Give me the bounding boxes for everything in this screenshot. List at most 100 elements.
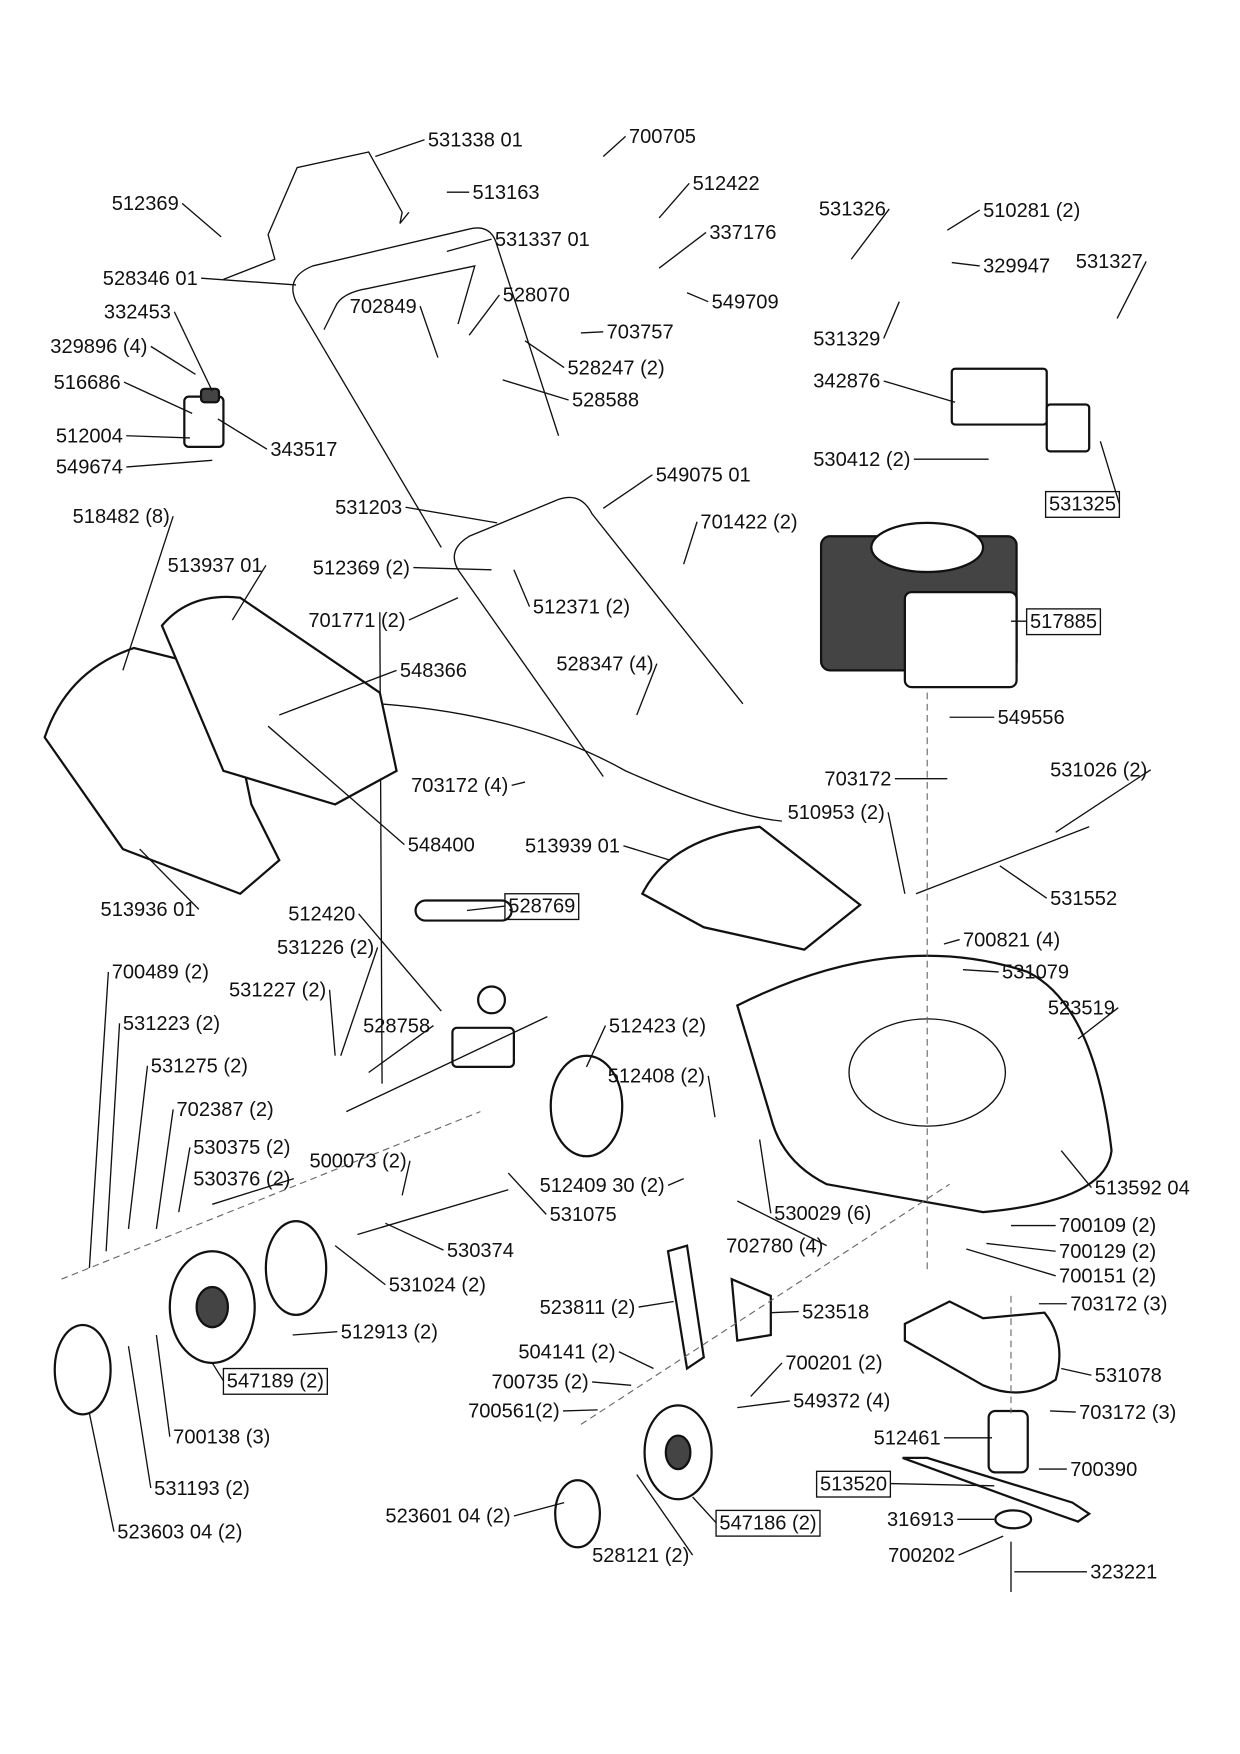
part-number-label: 531026 (2): [1050, 759, 1147, 781]
leader-line: [408, 597, 459, 621]
part-number-label: 549372 (4): [793, 1391, 890, 1413]
leader-line: [328, 989, 336, 1056]
leader-line: [737, 1400, 790, 1409]
leader-line: [951, 261, 980, 267]
wheel-cover-disc: [549, 1054, 624, 1158]
wheel-disc: [264, 1219, 328, 1317]
leader-line: [279, 669, 397, 716]
drive-cable: [379, 612, 383, 1084]
part-number-label: 512371 (2): [533, 596, 630, 618]
part-number-label: 528121 (2): [592, 1545, 689, 1567]
part-number-label: 547189 (2): [227, 1371, 324, 1393]
leader-line: [683, 521, 698, 565]
part-number-label: 700705: [629, 126, 696, 148]
part-number-label: 700201 (2): [785, 1353, 882, 1375]
part-number-label: 548366: [400, 660, 467, 682]
blade-adapter: [987, 1409, 1029, 1474]
leader-line: [88, 971, 110, 1269]
hubcap-front: [554, 1479, 602, 1549]
part-number-label: 531078: [1095, 1365, 1162, 1387]
leader-line: [580, 331, 604, 334]
part-number-label: 518482 (8): [73, 506, 170, 528]
part-number-label: 700390: [1070, 1459, 1137, 1481]
part-number-label: 531079: [1002, 962, 1069, 984]
part-number-label: 531203: [335, 497, 402, 519]
leader-line: [1060, 1150, 1092, 1188]
part-number-label: 530374: [447, 1240, 514, 1262]
part-number-label: 530412 (2): [813, 449, 910, 471]
part-number-label: 528070: [503, 285, 570, 307]
part-number-label: 531193 (2): [154, 1478, 250, 1500]
leader-line: [401, 1160, 411, 1196]
part-number-label: 702849: [350, 296, 417, 318]
part-number-label: 513163: [473, 182, 540, 204]
part-number-label: 510281 (2): [983, 200, 1080, 222]
part-number-label: 703172: [824, 768, 891, 790]
leader-line: [563, 1409, 598, 1412]
leader-line: [150, 345, 196, 375]
leader-line: [946, 209, 981, 231]
leader-line: [1116, 261, 1147, 319]
leader-line: [88, 1413, 115, 1532]
assembly-axis: [580, 1183, 950, 1425]
drive-belt: [414, 899, 513, 922]
part-number-label: 323221: [1090, 1562, 1157, 1584]
part-number-label: 703172 (3): [1079, 1402, 1176, 1424]
leader-line: [178, 1147, 191, 1213]
leader-line: [375, 139, 425, 158]
assembly-box: [1044, 490, 1121, 518]
leader-line: [181, 202, 222, 238]
part-number-label: 523518: [802, 1301, 869, 1323]
part-number-label: 512423 (2): [609, 1015, 706, 1037]
part-number-label: 513936 01: [101, 899, 196, 921]
part-number-label: 531329: [813, 328, 880, 350]
part-number-label: 530029 (6): [774, 1203, 871, 1225]
leader-line: [602, 135, 627, 157]
mower-deck: [735, 954, 1113, 1214]
part-number-label: 512408 (2): [608, 1066, 705, 1088]
leader-line: [636, 1474, 694, 1556]
leader-line: [419, 305, 439, 358]
part-number-label: 531226 (2): [277, 937, 374, 959]
leader-line: [883, 301, 900, 339]
assembly-box: [222, 1367, 328, 1395]
leader-line: [623, 845, 671, 861]
leader-line: [707, 1075, 716, 1118]
part-number-label: 701771 (2): [308, 610, 405, 632]
leader-line: [502, 379, 569, 401]
leader-line: [850, 208, 890, 260]
assembly-axis: [61, 1111, 481, 1280]
part-number-label: 528347 (4): [556, 653, 653, 675]
leader-line: [999, 865, 1048, 899]
rear-deflector: [640, 825, 862, 951]
leader-lines: [88, 135, 1152, 1573]
part-number-label: 548400: [408, 834, 475, 856]
leader-line: [173, 311, 213, 392]
leader-line: [1099, 441, 1121, 505]
part-number-label: 549075 01: [656, 465, 751, 487]
part-number-label: 700109 (2): [1059, 1215, 1156, 1237]
part-number-label: 528588: [572, 390, 639, 412]
leader-line: [966, 1248, 1056, 1277]
leader-line: [511, 781, 526, 787]
part-number-label: 702387 (2): [177, 1099, 274, 1121]
part-number-label: 523811 (2): [540, 1297, 636, 1319]
part-number-label: 523603 04 (2): [117, 1521, 242, 1543]
part-number-label: 517885: [1030, 611, 1097, 633]
engine-shroud: [903, 591, 1018, 689]
blade-washer: [994, 1509, 1033, 1530]
part-number-label: 531337 01: [495, 229, 590, 251]
leader-line: [513, 569, 531, 607]
leader-line: [692, 1496, 717, 1524]
part-number-label: 547186 (2): [719, 1512, 816, 1534]
leader-line: [507, 1172, 547, 1215]
part-number-label: 528769: [508, 896, 575, 918]
part-number-label: 703172 (4): [411, 775, 508, 797]
part-number-label: 700489 (2): [112, 962, 209, 984]
leader-line: [890, 1482, 995, 1487]
leader-line: [468, 294, 500, 336]
assembly-box: [1025, 608, 1102, 636]
drive-shaft: [357, 1189, 509, 1236]
grass-bag-frame: [160, 595, 398, 806]
